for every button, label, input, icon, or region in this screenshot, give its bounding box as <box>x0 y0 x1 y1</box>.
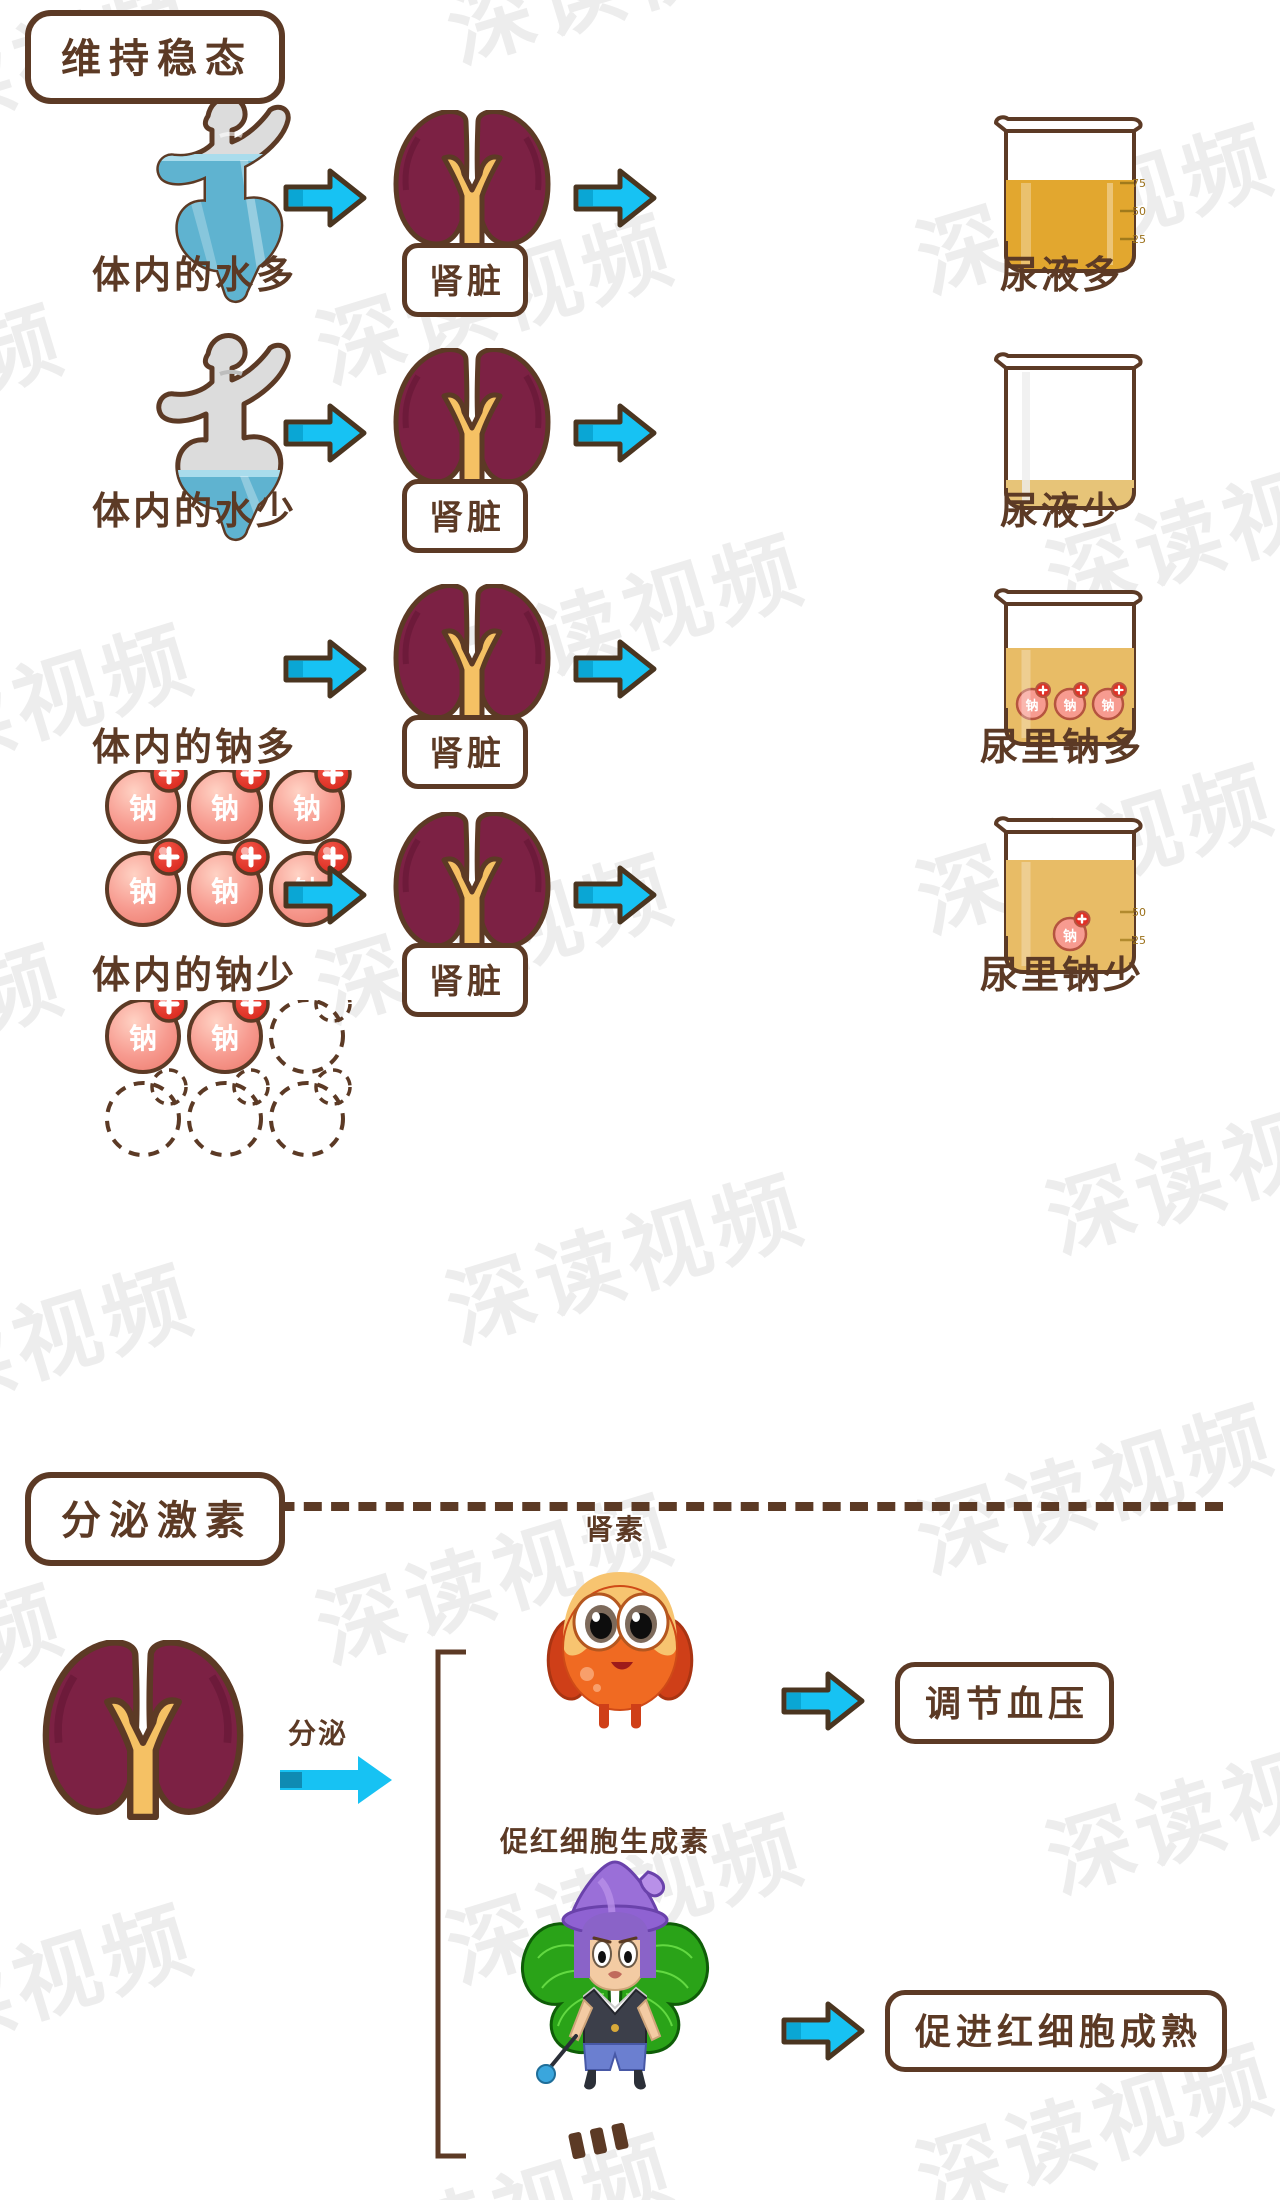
flow-arrow <box>780 1998 866 2069</box>
ellipsis-dash <box>610 2122 630 2151</box>
row-source-label: 体内的水少 <box>92 489 298 533</box>
row-result-label: 尿液多 <box>1000 253 1124 297</box>
sodium-group-low <box>105 1000 375 1185</box>
watermark-text: 深读视频 <box>905 1389 1280 1593</box>
epo-character-icon <box>500 1858 730 2099</box>
row-source-label: 体内的钠多 <box>92 725 298 769</box>
row-source-label: 体内的钠少 <box>92 953 298 997</box>
row-result-label: 尿液少 <box>1000 489 1124 533</box>
row-organ-label: 肾脏 <box>402 715 528 789</box>
watermark-text: 深读视频 <box>435 1159 818 1363</box>
watermark-text: 深读视频 <box>0 929 78 1133</box>
hormone-name-renin: 肾素 <box>583 1511 646 1548</box>
flow-arrow <box>572 400 658 471</box>
section-title-hormones: 分泌激素 <box>25 1472 285 1566</box>
kidney-icon <box>382 583 562 729</box>
watermark-text: 深读视频 <box>0 2189 78 2200</box>
svg-text:钠: 钠 <box>1025 698 1038 714</box>
row-result-label: 尿里钠多 <box>980 725 1145 769</box>
grouping-bracket <box>430 1648 470 2165</box>
beaker-tick-75: 75 <box>1132 177 1146 190</box>
section-title-homeostasis: 维持稳态 <box>25 10 285 104</box>
flow-arrow <box>572 165 658 236</box>
row-result-label: 尿里钠少 <box>980 953 1145 997</box>
kidney-icon <box>382 109 562 255</box>
svg-text:50: 50 <box>1132 906 1146 919</box>
flow-arrow <box>572 636 658 707</box>
kidney-icon <box>28 1639 258 1825</box>
flow-arrow <box>282 636 368 707</box>
body-water-low-icon <box>120 318 350 553</box>
svg-text:25: 25 <box>1132 934 1146 947</box>
hormone-effect-label: 促进红细胞成熟 <box>885 1990 1228 2072</box>
beaker-urine-high-icon: 75 50 25 <box>980 115 1160 280</box>
watermark-text: 深读视频 <box>0 1889 208 2093</box>
flow-arrow <box>780 1668 866 1739</box>
beaker-tick-25: 25 <box>1132 233 1146 246</box>
flow-arrow <box>282 862 368 933</box>
flow-arrow <box>572 862 658 933</box>
beaker-sodium-low-icon: 钠 50 25 <box>980 816 1160 981</box>
watermark-text: 深读视频 <box>300 2099 688 2200</box>
svg-text:钠: 钠 <box>1063 698 1076 714</box>
row-source-label: 体内的水多 <box>92 253 298 297</box>
row-organ-label: 肾脏 <box>402 943 528 1017</box>
kidney-icon <box>382 347 562 493</box>
ellipsis-dash <box>589 2126 608 2156</box>
section-divider <box>58 1502 1223 1511</box>
kidney-icon <box>382 811 562 957</box>
secrete-arrow <box>278 1752 396 1813</box>
ellipsis-dash <box>567 2131 587 2160</box>
row-organ-label: 肾脏 <box>402 479 528 553</box>
secrete-label: 分泌 <box>288 1717 349 1750</box>
watermark-text: 深读视频 <box>430 0 818 86</box>
beaker-sodium-high-icon: 钠 钠 钠 <box>980 588 1160 753</box>
hormone-name-epo: 促红细胞生成素 <box>498 1823 711 1860</box>
body-water-high-icon <box>120 80 350 315</box>
row-organ-label: 肾脏 <box>402 243 528 317</box>
flow-arrow <box>282 400 368 471</box>
watermark-text: 深读视频 <box>1035 1069 1280 1273</box>
renin-character-icon <box>525 1546 715 1741</box>
svg-text:钠: 钠 <box>1101 698 1114 714</box>
beaker-tick-50: 50 <box>1132 205 1146 218</box>
watermark-text: 深读视频 <box>0 1249 208 1453</box>
flow-arrow <box>282 165 368 236</box>
beaker-urine-low-icon <box>980 352 1160 517</box>
svg-text:钠: 钠 <box>1063 928 1077 945</box>
watermark-text: 深读视频 <box>0 289 78 493</box>
ellipsis-marker <box>567 2122 630 2160</box>
hormone-effect-label: 调节血压 <box>895 1662 1115 1744</box>
